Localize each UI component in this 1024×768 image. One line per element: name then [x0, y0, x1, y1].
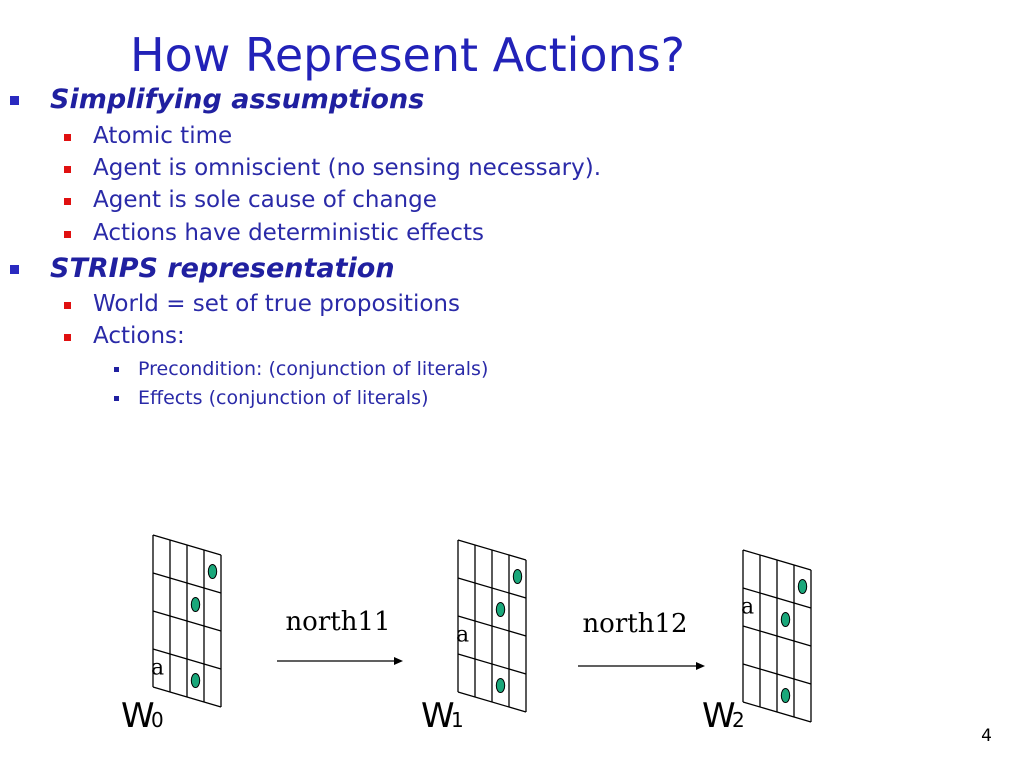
goal-marker	[207, 564, 218, 579]
goal-marker	[495, 678, 506, 693]
square-bullet-icon	[114, 367, 119, 372]
grid-line	[152, 686, 222, 708]
slide-title: How Represent Actions?	[130, 28, 686, 82]
bullet-item: Agent is sole cause of change	[64, 187, 437, 213]
bullet-item: Actions:	[64, 323, 185, 349]
bullet-item: STRIPS representation	[10, 253, 395, 284]
arrow-head-icon	[696, 662, 705, 670]
bullet-text: STRIPS representation	[50, 253, 395, 284]
grid-line	[457, 539, 527, 561]
world-label: W	[421, 696, 455, 736]
square-bullet-icon	[64, 166, 71, 173]
grid-line	[457, 691, 527, 713]
bullet-text: Simplifying assumptions	[50, 84, 425, 115]
goal-marker	[780, 688, 791, 703]
world-subscript: 0	[151, 708, 164, 732]
goal-marker	[797, 579, 808, 594]
grid-line	[152, 648, 222, 670]
square-bullet-icon	[10, 265, 19, 274]
goal-marker	[190, 597, 201, 612]
square-bullet-icon	[64, 231, 71, 238]
agent-label: a	[456, 623, 469, 648]
agent-label: a	[741, 595, 754, 620]
grid-line	[457, 653, 527, 675]
action-label: north11	[285, 607, 390, 637]
grid-line	[152, 534, 222, 556]
page-number: 4	[981, 726, 992, 746]
square-bullet-icon	[64, 334, 71, 341]
grid-line	[152, 610, 222, 632]
grid-line	[152, 572, 222, 594]
world-subscript: 2	[732, 708, 745, 732]
bullet-text: Atomic time	[93, 123, 233, 149]
bullet-text: World = set of true propositions	[93, 291, 460, 317]
grid-line	[742, 625, 812, 647]
grid-line	[457, 577, 527, 599]
action-label: north12	[582, 609, 687, 639]
goal-marker	[190, 673, 201, 688]
bullet-text: Actions:	[93, 323, 185, 349]
goal-marker	[512, 569, 523, 584]
bullet-text: Agent is omniscient (no sensing necessar…	[93, 155, 602, 181]
bullet-item: Simplifying assumptions	[10, 84, 425, 115]
square-bullet-icon	[64, 302, 71, 309]
square-bullet-icon	[64, 198, 71, 205]
goal-marker	[495, 602, 506, 617]
grid-line	[457, 615, 527, 637]
square-bullet-icon	[64, 134, 71, 141]
goal-marker	[780, 612, 791, 627]
bullet-item: Agent is omniscient (no sensing necessar…	[64, 155, 602, 181]
bullet-item: Effects (conjunction of literals)	[114, 387, 429, 409]
arrow-head-icon	[394, 657, 403, 665]
grid-line	[742, 663, 812, 685]
world-subscript: 1	[451, 708, 464, 732]
grid-line	[742, 701, 812, 723]
world-label: W	[121, 696, 155, 736]
bullet-item: Precondition: (conjunction of literals)	[114, 358, 489, 380]
bullet-item: World = set of true propositions	[64, 291, 460, 317]
agent-label: a	[151, 656, 164, 681]
square-bullet-icon	[10, 96, 19, 105]
grid-line	[742, 549, 812, 571]
grid-line	[742, 587, 812, 609]
square-bullet-icon	[114, 396, 119, 401]
world-label: W	[702, 696, 736, 736]
bullet-item: Actions have deterministic effects	[64, 220, 484, 246]
bullet-text: Effects (conjunction of literals)	[138, 387, 429, 409]
bullet-text: Precondition: (conjunction of literals)	[138, 358, 489, 380]
bullet-item: Atomic time	[64, 123, 233, 149]
bullet-text: Actions have deterministic effects	[93, 220, 484, 246]
bullet-text: Agent is sole cause of change	[93, 187, 437, 213]
